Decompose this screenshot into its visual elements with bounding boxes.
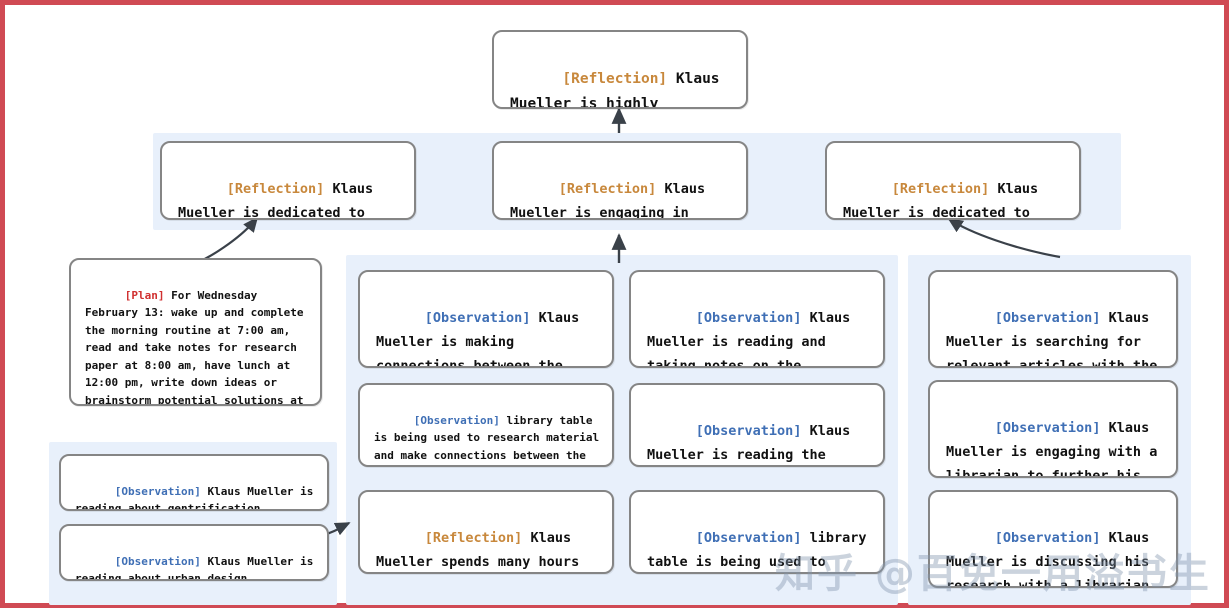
node-tag: [Reflection] (562, 71, 668, 87)
node-left-observation-urban-design[interactable]: [Observation] Klaus Mueller is reading a… (59, 524, 329, 581)
node-mid-center-reflection[interactable]: [Reflection] Klaus Mueller is engaging i… (492, 141, 748, 220)
node-text: Klaus Mueller is searching for relevant … (946, 310, 1158, 368)
node-text: Klaus Mueller is making connections betw… (376, 310, 580, 368)
node-text: For Wednesday February 13: wake up and c… (85, 288, 304, 406)
node-left-observation-gentrification[interactable]: [Observation] Klaus Mueller is reading a… (59, 454, 329, 511)
node-text: library table is being used to discuss r… (647, 530, 867, 570)
node-tag: [Plan] (124, 288, 165, 302)
node-observation-library-table-connections[interactable]: [Observation] library table is being use… (358, 383, 614, 467)
node-text: Klaus Mueller is engaging in research ac… (510, 181, 706, 220)
node-tag: [Reflection] (226, 181, 325, 197)
node-observation-searching-articles[interactable]: [Observation] Klaus Mueller is searching… (928, 270, 1178, 368)
node-tag: [Observation] (994, 420, 1101, 436)
node-observation-discussing-research[interactable]: [Observation] Klaus Mueller is discussin… (928, 490, 1178, 588)
node-tag: [Observation] (695, 530, 802, 546)
node-tag: [Observation] (413, 413, 500, 427)
node-mid-right-reflection[interactable]: [Reflection] Klaus Mueller is dedicated … (825, 141, 1081, 220)
node-observation-reading-taking-notes[interactable]: [Observation] Klaus Mueller is reading a… (629, 270, 885, 368)
node-text: Klaus Mueller spends many hours reading (376, 530, 580, 570)
node-observation-reading-assigned-material[interactable]: [Observation] Klaus Mueller is reading t… (629, 383, 885, 467)
node-observation-library-table-discuss[interactable]: [Observation] library table is being use… (629, 490, 885, 574)
node-tag: [Observation] (695, 310, 802, 326)
node-text: Klaus Mueller is engaging with a librari… (946, 420, 1158, 478)
node-text: Klaus Mueller is reading the assigned ma… (647, 423, 851, 463)
node-plan[interactable]: [Plan] For Wednesday February 13: wake u… (69, 258, 322, 406)
diagram-canvas: [Reflection] Klaus Mueller is highly ded… (5, 5, 1229, 613)
node-observation-engaging-librarian[interactable]: [Observation] Klaus Mueller is engaging … (928, 380, 1178, 478)
node-tag: [Reflection] (558, 181, 657, 197)
node-root-reflection[interactable]: [Reflection] Klaus Mueller is highly ded… (492, 30, 748, 109)
node-tag: [Observation] (114, 484, 201, 498)
node-tag: [Observation] (994, 310, 1101, 326)
node-tag: [Observation] (424, 310, 531, 326)
node-tag: [Observation] (994, 530, 1101, 546)
node-mid-left-reflection[interactable]: [Reflection] Klaus Mueller is dedicated … (160, 141, 416, 220)
node-tag: [Reflection] (891, 181, 990, 197)
node-reflection-spends-many-hours[interactable]: [Reflection] Klaus Mueller spends many h… (358, 490, 614, 574)
node-text: Klaus Mueller is reading about gentrific… (75, 484, 321, 511)
node-observation-making-connections[interactable]: [Observation] Klaus Mueller is making co… (358, 270, 614, 368)
node-text: Klaus Mueller is highly dedicated to res… (510, 71, 720, 109)
node-text: Klaus Mueller is reading and taking note… (647, 310, 851, 368)
node-text: library table is being used to research … (374, 413, 600, 462)
node-tag: [Observation] (695, 423, 802, 439)
node-text: Klaus Mueller is dedicated to research (178, 181, 374, 220)
node-text: Klaus Mueller is dedicated to research (843, 181, 1039, 220)
node-text: Klaus Mueller is discussing his research… (946, 530, 1158, 588)
node-tag: [Reflection] (424, 530, 523, 546)
node-text: Klaus Mueller is reading about urban des… (75, 554, 321, 581)
node-tag: [Observation] (114, 554, 201, 568)
